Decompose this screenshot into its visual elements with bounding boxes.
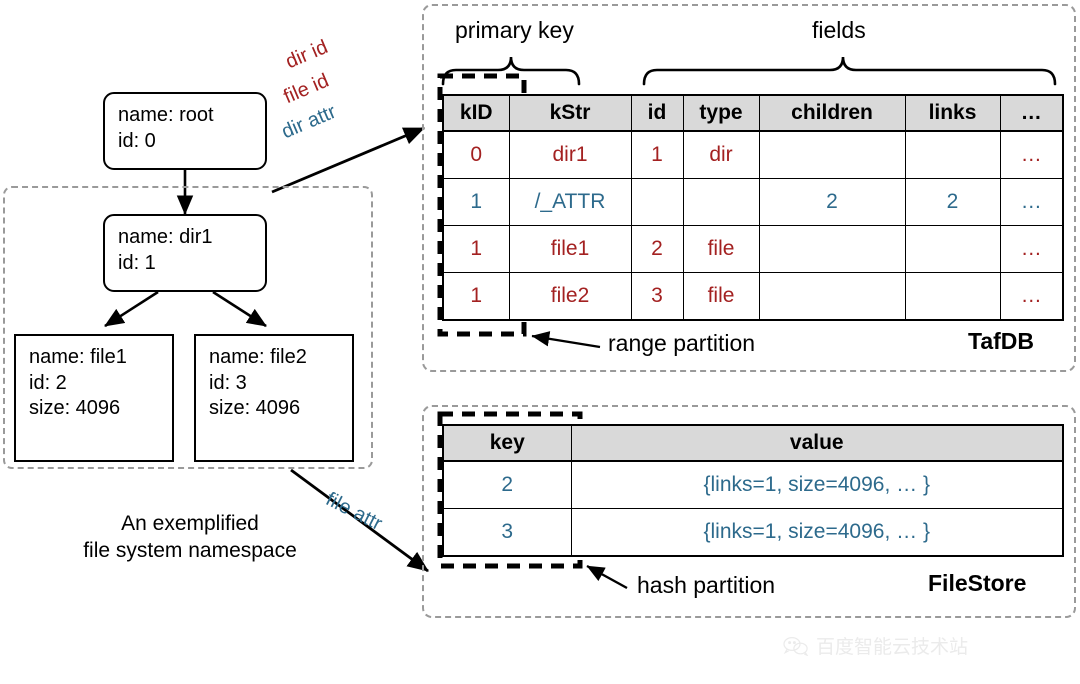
wechat-icon bbox=[783, 636, 809, 656]
tafdb-table: kID kStr id type children links … 0 dir1… bbox=[442, 94, 1064, 321]
dir-id-label: dir id bbox=[282, 35, 332, 74]
dir1-node-line-0: name: dir1 bbox=[118, 226, 213, 248]
tafdb-r0-children bbox=[758, 130, 906, 179]
tafdb-r2-kid: 1 bbox=[442, 225, 510, 273]
filestore-col-key: key bbox=[442, 424, 572, 462]
filestore-r1-value: {links=1, size=4096, … } bbox=[570, 508, 1064, 557]
file2-node: name: file2 id: 3 size: 4096 bbox=[194, 334, 354, 462]
tafdb-r0-more: … bbox=[999, 130, 1064, 179]
tafdb-r0-kstr: dir1 bbox=[508, 130, 632, 179]
namespace-group-box bbox=[3, 186, 373, 469]
filestore-header-row: key value bbox=[442, 424, 1064, 462]
hash-partition-label: hash partition bbox=[637, 572, 776, 598]
table-row: 0 dir1 1 dir … bbox=[442, 130, 1064, 179]
tafdb-r2-id: 2 bbox=[630, 225, 684, 273]
tafdb-r1-type bbox=[682, 178, 760, 226]
tafdb-r2-children bbox=[758, 225, 906, 273]
range-partition-label: range partition bbox=[608, 330, 756, 356]
tafdb-col-more: … bbox=[999, 94, 1064, 132]
tafdb-r3-more: … bbox=[999, 272, 1064, 321]
root-node: name: root id: 0 bbox=[103, 92, 267, 170]
tafdb-r1-id bbox=[630, 178, 684, 226]
tafdb-r2-kstr: file1 bbox=[508, 225, 632, 273]
tafdb-r2-more: … bbox=[999, 225, 1064, 273]
table-row: 3 {links=1, size=4096, … } bbox=[442, 508, 1064, 557]
primary-key-brace-label: primary key bbox=[455, 17, 574, 43]
filestore-r0-key: 2 bbox=[442, 460, 572, 509]
root-node-line-0: name: root bbox=[118, 104, 214, 126]
tafdb-r1-more: … bbox=[999, 178, 1064, 226]
tafdb-r2-type: file bbox=[682, 225, 760, 273]
tafdb-col-kstr: kStr bbox=[508, 94, 632, 132]
table-row: 1 file1 2 file … bbox=[442, 225, 1064, 273]
table-row: 1 /_ATTR 2 2 … bbox=[442, 178, 1064, 226]
tafdb-r3-children bbox=[758, 272, 906, 321]
tafdb-r3-links bbox=[904, 272, 1001, 321]
file2-node-line-1: id: 3 bbox=[209, 371, 247, 394]
table-row: 2 {links=1, size=4096, … } bbox=[442, 460, 1064, 509]
root-node-line-1: id: 0 bbox=[118, 129, 156, 152]
filestore-panel bbox=[422, 405, 1076, 618]
watermark-text: 百度智能云技术站 bbox=[816, 637, 969, 658]
file2-node-line-0: name: file2 bbox=[209, 346, 307, 368]
tafdb-r1-kstr: /_ATTR bbox=[508, 178, 632, 226]
file1-node-line-1: id: 2 bbox=[29, 371, 67, 394]
table-row: 1 file2 3 file … bbox=[442, 272, 1064, 321]
dir1-node: name: dir1 id: 1 bbox=[103, 214, 267, 292]
filestore-table: key value 2 {links=1, size=4096, … } 3 {… bbox=[442, 424, 1064, 557]
file1-node-line-2: size: 4096 bbox=[29, 397, 121, 420]
file2-node-line-2: size: 4096 bbox=[209, 397, 301, 420]
tafdb-r0-id: 1 bbox=[630, 130, 684, 179]
tafdb-r2-links bbox=[904, 225, 1001, 273]
tafdb-col-type: type bbox=[682, 94, 760, 132]
tafdb-r3-kid: 1 bbox=[442, 272, 510, 321]
file1-node-line-0: name: file1 bbox=[29, 346, 127, 368]
tafdb-r1-children: 2 bbox=[758, 178, 906, 226]
tafdb-r1-links: 2 bbox=[904, 178, 1001, 226]
filestore-r1-key: 3 bbox=[442, 508, 572, 557]
filestore-col-value: value bbox=[570, 424, 1064, 462]
filestore-r0-value: {links=1, size=4096, … } bbox=[570, 460, 1064, 509]
tafdb-r0-kid: 0 bbox=[442, 130, 510, 179]
tafdb-col-links: links bbox=[904, 94, 1001, 132]
tafdb-col-children: children bbox=[758, 94, 906, 132]
tafdb-col-kid: kID bbox=[442, 94, 510, 132]
dir-attr-label: dir attr bbox=[278, 100, 340, 144]
tafdb-col-id: id bbox=[630, 94, 684, 132]
file1-node: name: file1 id: 2 size: 4096 bbox=[14, 334, 174, 462]
dir1-node-line-1: id: 1 bbox=[118, 251, 156, 274]
tafdb-store-label: TafDB bbox=[968, 328, 1035, 354]
fields-brace-label: fields bbox=[812, 17, 866, 43]
tafdb-r3-id: 3 bbox=[630, 272, 684, 321]
tafdb-panel bbox=[422, 4, 1076, 372]
tafdb-r0-links bbox=[904, 130, 1001, 179]
tafdb-r1-kid: 1 bbox=[442, 178, 510, 226]
filestore-store-label: FileStore bbox=[928, 570, 1027, 596]
watermark: 百度智能云技术站 bbox=[783, 632, 968, 659]
tafdb-r0-type: dir bbox=[682, 130, 760, 179]
tafdb-r3-type: file bbox=[682, 272, 760, 321]
tafdb-header-row: kID kStr id type children links … bbox=[442, 94, 1064, 132]
tafdb-r3-kstr: file2 bbox=[508, 272, 632, 321]
namespace-caption: An exemplified file system namespace bbox=[83, 512, 297, 563]
